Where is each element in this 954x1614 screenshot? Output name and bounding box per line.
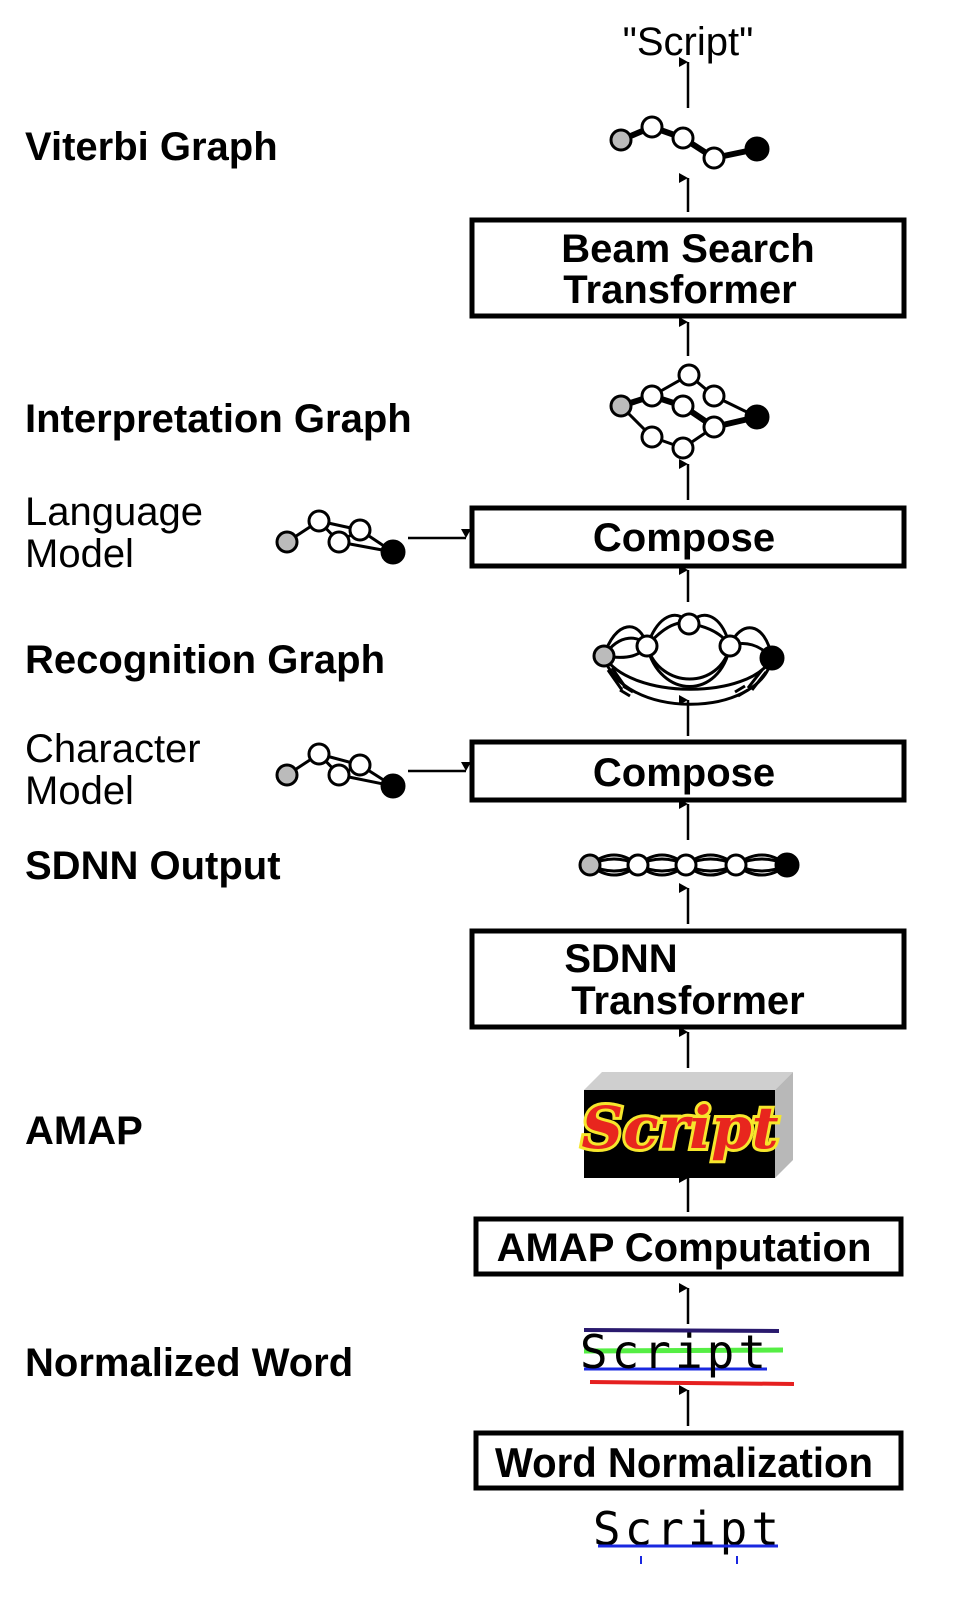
label-interpretation-graph: Interpretation Graph (25, 397, 412, 441)
upper-line (583, 1347, 784, 1354)
interpretation-graph-icon (609, 363, 770, 460)
beam-box-line2: Transformer (563, 268, 796, 312)
word-normalization-box: Word Normalization (473, 1430, 904, 1491)
language-model-graph-icon (275, 509, 406, 565)
label-viterbi-graph: Viterbi Graph (25, 125, 278, 169)
sdnn-output-graph-icon (578, 852, 800, 878)
compose-lm-box: Compose (469, 505, 907, 569)
label-language-model-line1: Language (25, 490, 203, 534)
compose-cm-box: Compose (469, 739, 907, 803)
ascender-line (583, 1328, 780, 1333)
label-recognition-graph: Recognition Graph (25, 638, 385, 682)
word-normalization-label: Word Normalization (495, 1439, 873, 1486)
input-word-text: Script (593, 1502, 783, 1556)
sdnn-box-line2: Transformer (571, 979, 804, 1023)
beam-search-transformer-box: Beam Search Transformer (469, 217, 907, 319)
sdnn-transformer-box: SDNN Transformer (469, 928, 907, 1030)
label-normalized-word: Normalized Word (25, 1341, 353, 1385)
amap-image: Script Script (578, 1072, 793, 1178)
input-word-image: Script (593, 1502, 783, 1564)
compose-cm-label: Compose (593, 751, 775, 795)
normalized-word-text: Script (580, 1325, 770, 1379)
amap-computation-label: AMAP Computation (497, 1226, 872, 1270)
recognition-graph-icon (592, 612, 785, 706)
label-character-model-line1: Character (25, 727, 201, 771)
label-amap: AMAP (25, 1109, 143, 1153)
label-character-model-line2: Model (25, 769, 134, 813)
descender-line (589, 1380, 795, 1386)
beam-box-line1: Beam Search (561, 227, 814, 271)
normalized-word-image: Script (580, 1325, 795, 1386)
sdnn-box-line1: SDNN (564, 937, 677, 981)
amap-computation-box: AMAP Computation (473, 1216, 904, 1277)
viterbi-graph-icon (609, 115, 770, 170)
amap-word: Script (581, 1094, 778, 1162)
output-script-label: "Script" (623, 20, 754, 64)
label-sdnn-output: SDNN Output (25, 844, 281, 888)
amap-word-glow: Script (581, 1094, 778, 1162)
character-model-graph-icon (275, 742, 406, 799)
label-language-model-line2: Model (25, 532, 134, 576)
flow-arrows (408, 57, 690, 1426)
compose-lm-label: Compose (593, 516, 775, 560)
